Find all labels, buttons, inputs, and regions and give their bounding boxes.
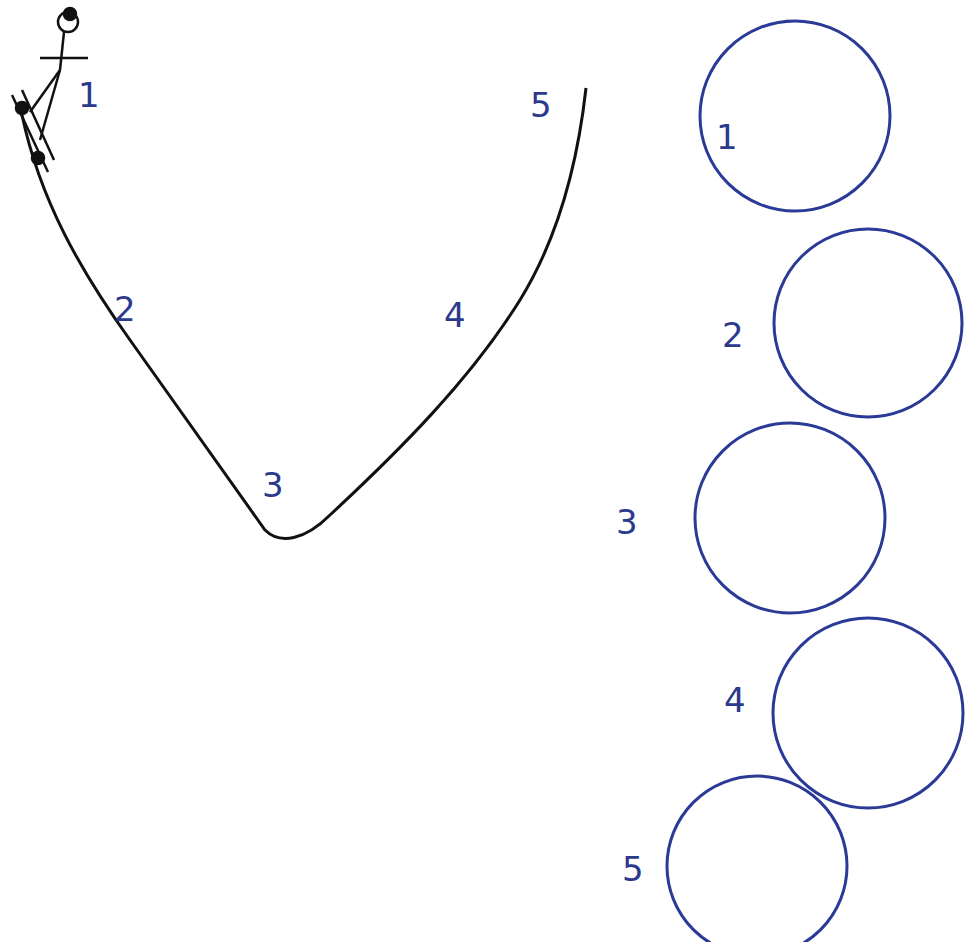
circle-number: 3 bbox=[616, 505, 638, 539]
circle-outline bbox=[772, 227, 964, 419]
energy-circle: 1 bbox=[698, 19, 892, 213]
circle-outline bbox=[771, 616, 965, 810]
energy-circle: 5 bbox=[665, 774, 849, 942]
track-position-number: 4 bbox=[444, 298, 466, 332]
circle-outline bbox=[693, 421, 887, 615]
circle-number: 5 bbox=[622, 852, 644, 886]
circle-number: 1 bbox=[716, 120, 738, 154]
track-position-number: 1 bbox=[78, 78, 100, 112]
track-position-number: 3 bbox=[262, 468, 284, 502]
ramp-track bbox=[22, 88, 586, 538]
circle-number: 4 bbox=[724, 683, 746, 717]
energy-circle: 4 bbox=[771, 616, 965, 810]
circle-outline bbox=[665, 774, 849, 942]
track-position-number: 2 bbox=[114, 292, 136, 326]
track-position-number: 5 bbox=[530, 88, 552, 122]
energy-circle: 2 bbox=[772, 227, 964, 419]
circle-number: 2 bbox=[722, 318, 744, 352]
skater-figure bbox=[12, 8, 88, 172]
energy-circle: 3 bbox=[693, 421, 887, 615]
circle-outline bbox=[698, 19, 892, 213]
